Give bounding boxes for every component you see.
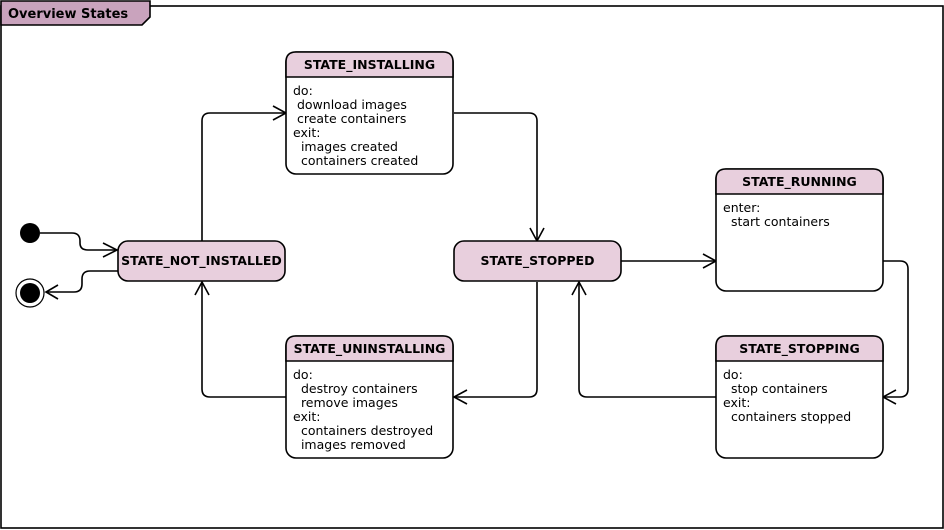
state-running-title: STATE_RUNNING [742,174,857,190]
state-stopped: STATE_STOPPED [453,240,622,282]
state-stopped-title: STATE_STOPPED [481,253,595,269]
state-not-installed-title: STATE_NOT_INSTALLED [121,253,282,269]
state-installing: STATE_INSTALLING do: download images cre… [285,51,454,175]
final-node [15,278,45,308]
state-running: STATE_RUNNING enter: start containers [715,168,884,292]
transition-stopping-to-stopped [578,282,716,398]
state-stopping-title: STATE_STOPPING [739,341,859,357]
state-not-installed: STATE_NOT_INSTALLED [117,240,286,282]
transitions [40,105,909,405]
transition-not-installed-to-installing [201,112,286,241]
transition-initial-to-not-installed [40,232,117,251]
state-uninstalling-title: STATE_UNINSTALLING [294,341,446,357]
transition-running-to-stopping [883,260,909,398]
state-installing-title: STATE_INSTALLING [304,57,435,73]
transition-uninstalling-to-not-installed [201,282,286,398]
state-installing-body: do: download images create containers ex… [293,83,438,168]
initial-node [20,223,40,243]
state-uninstalling-body: do: destroy containers remove images exi… [293,367,461,452]
state-stopping: STATE_STOPPING do: stop containers exit:… [715,335,884,459]
transition-stopped-to-uninstalling [454,282,538,398]
state-running-body: enter: start containers [723,200,850,229]
frame-label: Overview States [8,7,128,22]
transition-installing-to-stopped [454,112,538,241]
state-stopping-body: do: stop containers exit: containers sto… [723,367,871,424]
state-uninstalling: STATE_UNINSTALLING do: destroy container… [285,335,461,459]
transition-not-installed-to-final [46,270,118,293]
frame-label-tab [0,0,151,26]
